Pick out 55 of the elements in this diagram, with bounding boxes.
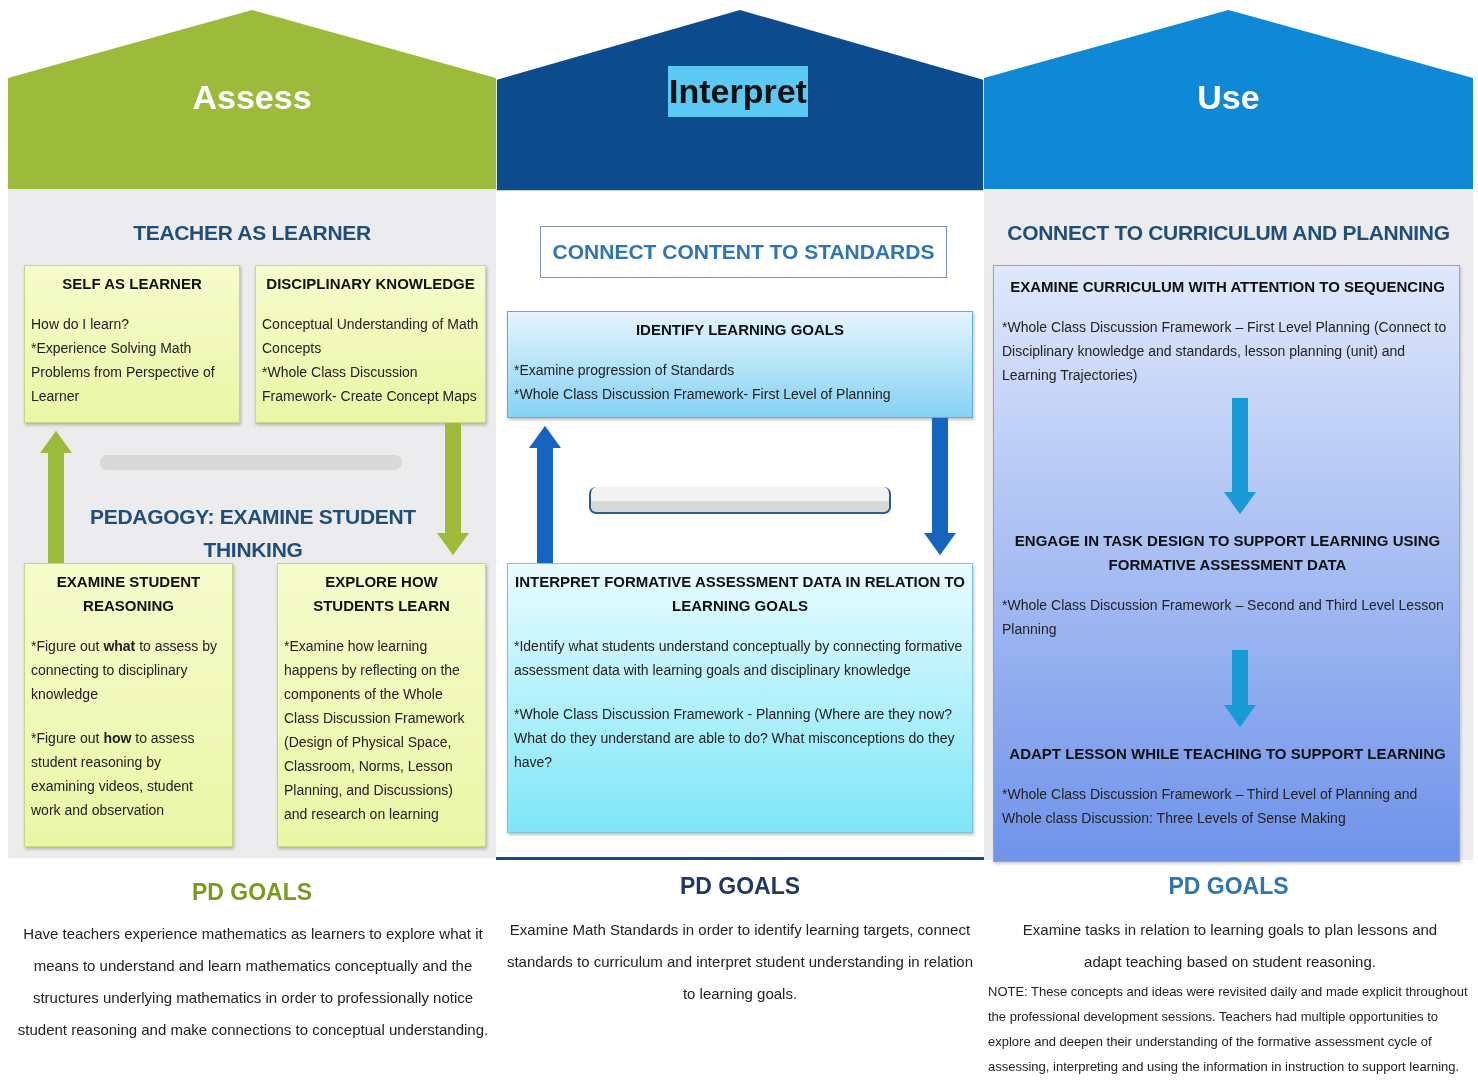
goals-heading: PD GOALS [678, 872, 802, 901]
block-arrow [1224, 650, 1256, 728]
panel-box [993, 265, 1460, 862]
column-title: Interpret [668, 66, 808, 117]
column-panel [984, 10, 1473, 860]
box-text: *Whole Class Discussion Framework - Planning (Where are they now? What do they understand are able to do? What misconceptions do they have? [514, 705, 956, 772]
box-heading: ENGAGE IN TASK DESIGN TO SUPPORT LEARNING USING FORMATIVE ASSESSMENT DATA [1013, 531, 1442, 575]
text-box [507, 311, 973, 418]
box-text: *Examine how learning happens by reflecting on the components of the Whole Class Discussion Framework (Design of Physical Space, Classroom, Norms, Lesson Planning, and Discussions) and research on learning [284, 637, 466, 824]
text-box [507, 563, 973, 833]
heading-box [540, 226, 947, 278]
box-heading: ADAPT LESSON WHILE TEACHING TO SUPPORT LEARNING [1008, 744, 1447, 764]
column-title: Assess [191, 77, 313, 118]
goals-heading: PD GOALS [1167, 872, 1290, 901]
box-heading: SELF AS LEARNER [61, 274, 203, 294]
text-box [24, 265, 240, 423]
box-heading: EXPLORE HOW STUDENTS LEARN [312, 572, 451, 616]
box-heading: DISCIPLINARY KNOWLEDGE [265, 274, 476, 294]
box-text: *Examine progression of Standards [514, 361, 736, 380]
box-text: *Figure out how to assess student reasoning by examining videos, student work and observation [31, 729, 196, 820]
box-text: *Whole Class Discussion Framework – First Level Planning (Connect to Disciplinary knowledge and standards, lesson planning (unit) and Learning Trajectories) [1002, 318, 1448, 385]
block-arrow [437, 423, 469, 556]
goals-text: Examine tasks in relation to learning goals to plan lessons and adapt teaching based on student reasoning. [1021, 920, 1439, 972]
column-panel [8, 10, 496, 858]
column-title: Use [1196, 77, 1261, 118]
goals-text: Examine Math Standards in order to identify learning targets, connect standards to curriculum and interpret student understanding in relation to learning goals. [505, 920, 975, 1004]
block-arrow [529, 425, 561, 563]
column-panel [496, 10, 984, 860]
text-box [255, 265, 486, 423]
box-text: *Figure out what to assess by connecting to disciplinary knowledge [31, 637, 218, 704]
box-text: *Identify what students understand conceptually by connecting formative assessment data with learning goals and disciplinary knowledge [514, 637, 964, 680]
rounded-bar [589, 487, 891, 514]
goals-heading: PD GOALS [190, 878, 314, 907]
box-heading: IDENTIFY LEARNING GOALS [634, 320, 846, 340]
box-text: Conceptual Understanding of Math Concepts [262, 315, 479, 358]
box-heading: CONNECT CONTENT TO STANDARDS [551, 239, 936, 265]
box-heading: EXAMINE STUDENT REASONING [55, 572, 202, 616]
block-arrow [1224, 398, 1256, 515]
box-text: *Whole Class Discussion Framework- First Level of Planning [514, 385, 892, 404]
text-box [24, 563, 233, 847]
section-heading: TEACHER AS LEARNER [132, 220, 372, 246]
block-arrow [40, 430, 72, 563]
box-text: *Experience Solving Math Problems from Perspective of Learner [31, 339, 216, 406]
box-text: *Whole Class Discussion Framework – Third Level of Planning and Whole class Discussion: Three Levels of Sense Making [1002, 785, 1419, 828]
text-box [277, 563, 486, 847]
section-heading: PEDAGOGY: EXAMINE STUDENT THINKING [89, 504, 417, 563]
box-text: *Whole Class Discussion Framework- Create Concept Maps [262, 363, 478, 406]
section-heading: CONNECT TO CURRICULUM AND PLANNING [1006, 220, 1451, 246]
note-text: NOTE: These concepts and ideas were revisited daily and made explicit throughout the professional development sessions. Teachers had multiple opportunities to explore and deepen their understanding of the formative assessment cycle of assessing, interpreting and using the information in instruction to support learning. [988, 983, 1469, 1076]
box-heading: INTERPRET FORMATIVE ASSESSMENT DATA IN RELATION TO LEARNING GOALS [514, 572, 966, 616]
box-heading: EXAMINE CURRICULUM WITH ATTENTION TO SEQUENCING [1009, 277, 1446, 297]
block-arrow [924, 418, 956, 556]
goals-text: Have teachers experience mathematics as learners to explore what it means to understand and learn mathematics conceptually and the structures underlying mathematics in order to professionally notice student reasoning and make connections to conceptual understanding. [16, 924, 490, 1040]
box-text: *Whole Class Discussion Framework – Second and Third Level Lesson Planning [1002, 596, 1445, 639]
box-text: How do I learn? [31, 315, 131, 334]
